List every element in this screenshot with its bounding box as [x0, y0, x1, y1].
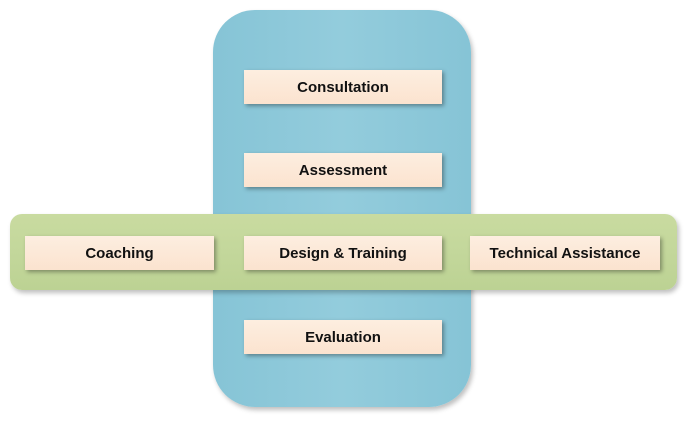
- node-coaching: Coaching: [25, 236, 214, 270]
- node-technical-assistance: Technical Assistance: [470, 236, 660, 270]
- node-coaching-label: Coaching: [85, 244, 154, 262]
- node-consultation-label: Consultation: [297, 78, 389, 96]
- node-design-training: Design & Training: [244, 236, 442, 270]
- node-evaluation-label: Evaluation: [305, 328, 381, 346]
- node-design-training-label: Design & Training: [279, 244, 407, 262]
- node-assessment-label: Assessment: [298, 161, 388, 179]
- node-evaluation: Evaluation: [244, 320, 442, 354]
- node-technical-assistance-label: Technical Assistance: [489, 244, 641, 262]
- node-consultation: Consultation: [244, 70, 442, 104]
- node-assessment: Assessment: [244, 153, 442, 187]
